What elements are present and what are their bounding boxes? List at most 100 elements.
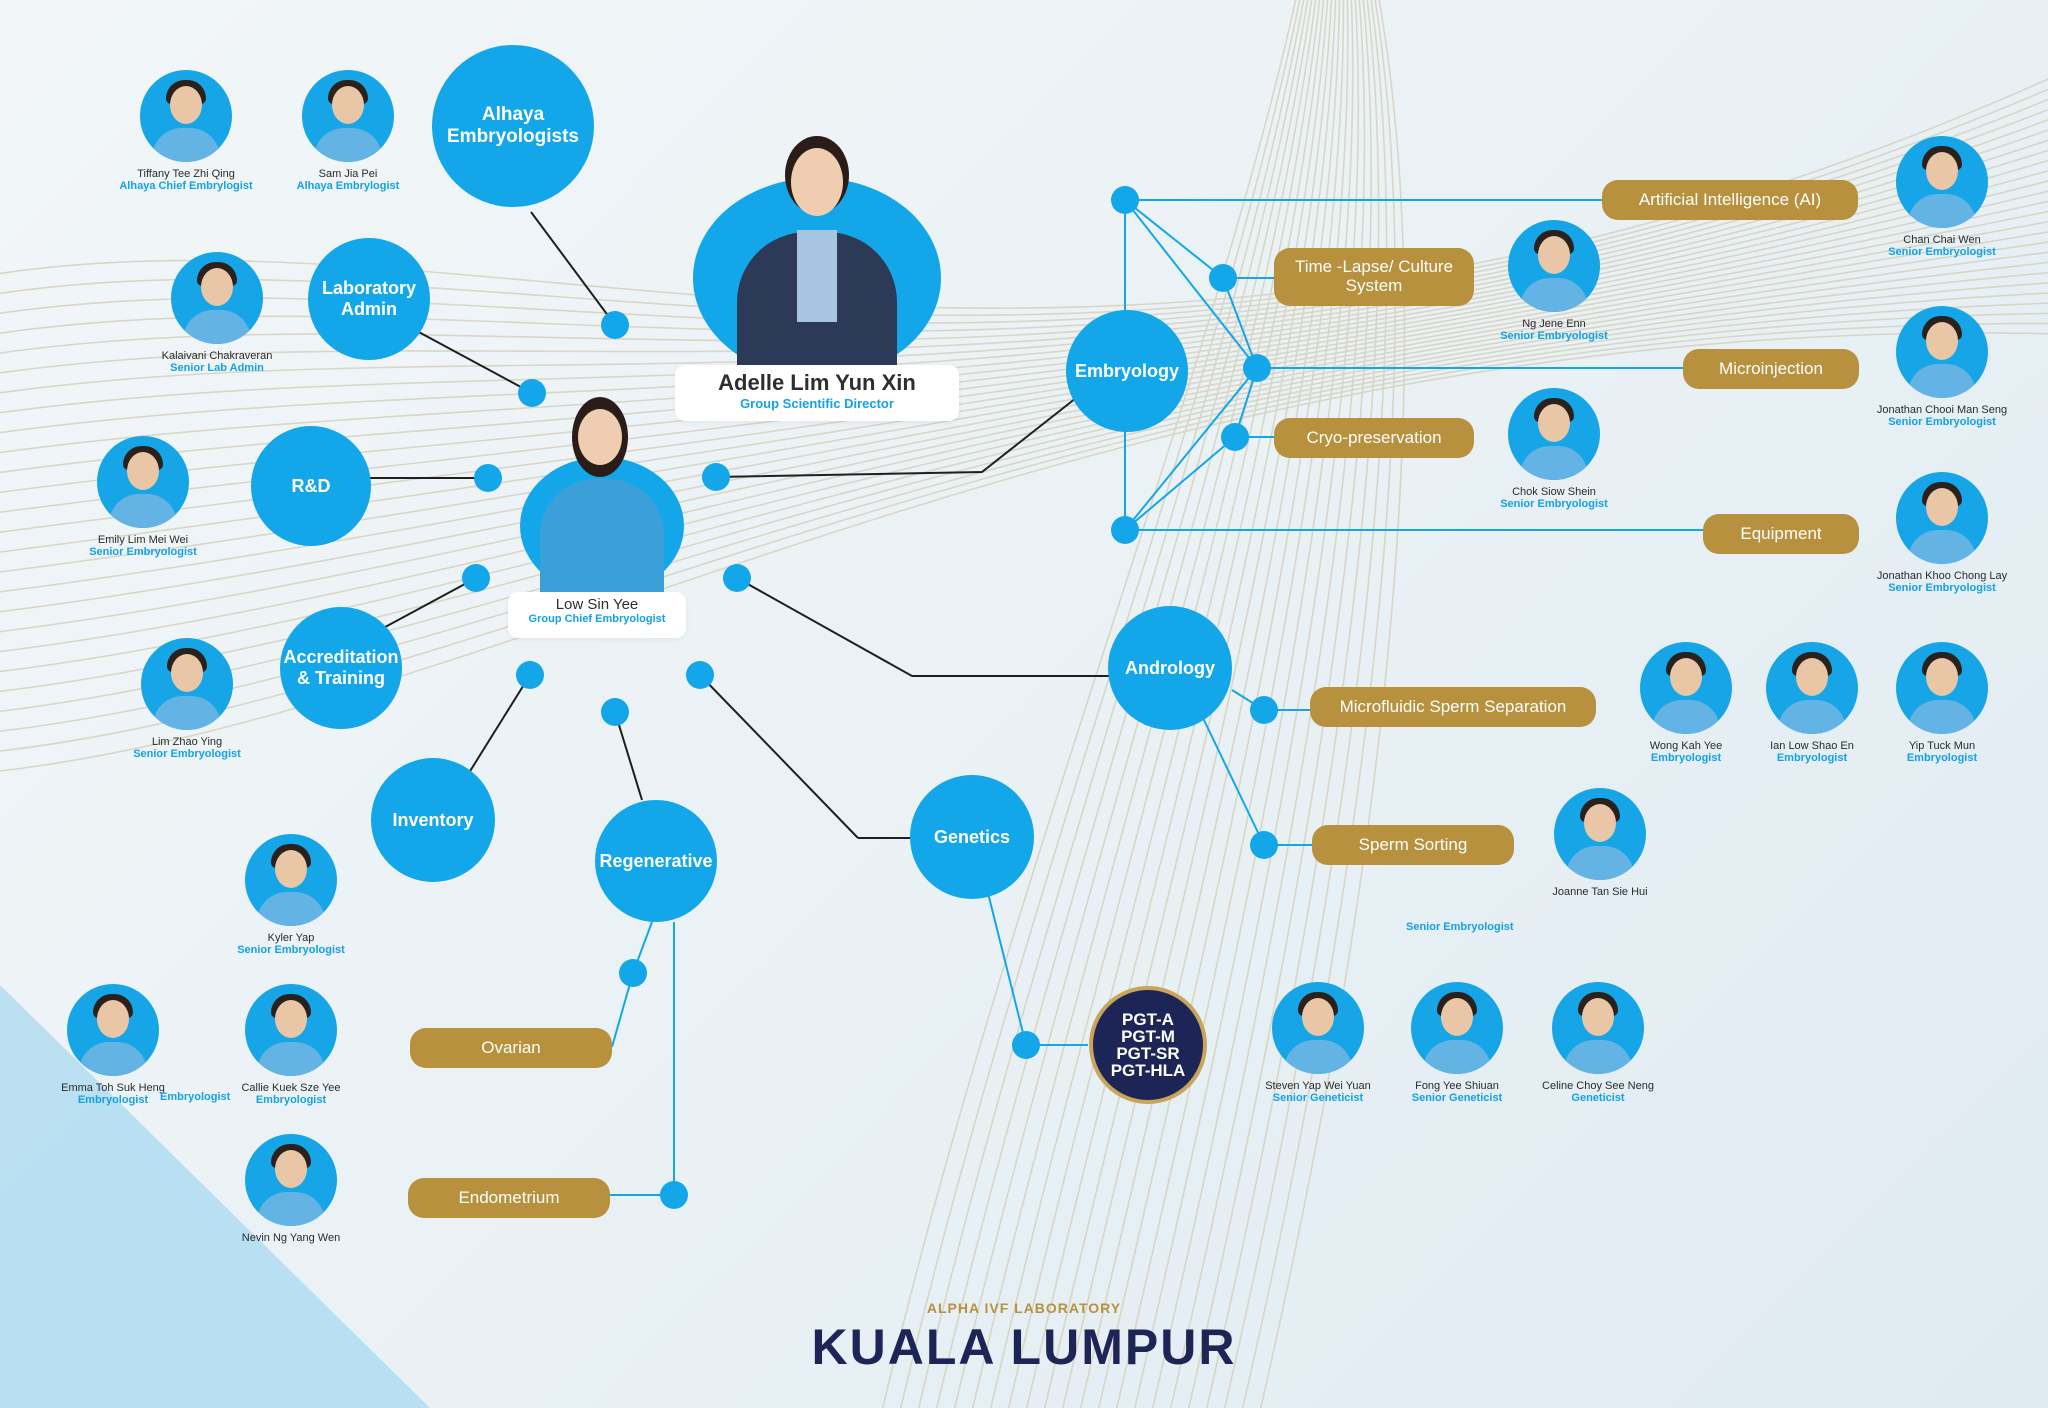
person-photo-icon (245, 984, 337, 1076)
pill-artificial-intelligence: Artificial Intelligence (AI) (1602, 180, 1858, 220)
junction-dot (474, 464, 502, 492)
dept-inventory-node: Inventory (371, 758, 495, 882)
person-photo-icon (1896, 472, 1988, 564)
junction-dot (660, 1181, 688, 1209)
person-sam-jia-pei: Sam Jia Pei Alhaya Embrylogist (253, 70, 443, 192)
background-wave-line (1061, 0, 1337, 1408)
stray-embryologist-label: Embryologist (160, 1091, 231, 1103)
junction-dot (1243, 354, 1271, 382)
background-wave-line (881, 0, 1297, 1408)
person-photo-icon (1896, 136, 1988, 228)
person-kalaivani: Kalaivani Chakraveran Senior Lab Admin (122, 252, 312, 374)
dept-accreditation-node: Accreditation & Training (280, 607, 402, 729)
junction-dot (686, 661, 714, 689)
junction-dot (601, 311, 629, 339)
person-wong-kah-yee: Wong Kah Yee Embryologist (1591, 642, 1781, 764)
person-photo-icon (302, 70, 394, 162)
person-photo-icon (141, 638, 233, 730)
junction-dot (1111, 516, 1139, 544)
person-steven-yap: Steven Yap Wei Yuan Senior Geneticist (1223, 982, 1413, 1104)
person-photo-icon (1508, 220, 1600, 312)
pill-cryo-preservation: Cryo-preservation (1274, 418, 1474, 458)
person-ng-jene-enn: Ng Jene Enn Senior Embryologist (1459, 220, 1649, 342)
person-photo-icon (67, 984, 159, 1076)
person-nevin-ng: Nevin Ng Yang Wen (196, 1134, 386, 1244)
dept-regenerative-node: Regenerative (595, 800, 717, 922)
person-photo-icon (245, 1134, 337, 1226)
junction-dot (1250, 831, 1278, 859)
background-wave-line (1187, 0, 1373, 1408)
junction-dot (723, 564, 751, 592)
junction-dot (1111, 186, 1139, 214)
background-wave-line (899, 0, 1301, 1408)
pgt-node: PGT-A PGT-M PGT-SR PGT-HLA (1089, 986, 1207, 1104)
person-chan-chai-wen: Chan Chai Wen Senior Embryologist (1847, 136, 2037, 258)
person-celine-choy: Celine Choy See Neng Geneticist (1503, 982, 1693, 1104)
director-photo (693, 130, 941, 378)
person-jonathan-khoo: Jonathan Khoo Chong Lay Senior Embryolog… (1847, 472, 2037, 594)
junction-dot (518, 379, 546, 407)
dept-lab-admin-node: Laboratory Admin (308, 238, 430, 360)
person-photo-icon (1272, 982, 1364, 1074)
person-jonathan-chooi: Jonathan Chooi Man Seng Senior Embryolog… (1847, 306, 2037, 428)
junction-dot (619, 959, 647, 987)
junction-dot (1250, 696, 1278, 724)
background-wave-line (1259, 0, 1406, 1408)
director-name: Adelle Lim Yun Xin (718, 370, 916, 395)
person-chok-siow-shein: Chok Siow Shein Senior Embryologist (1459, 388, 1649, 510)
person-kyler-yap: Kyler Yap Senior Embryologist (196, 834, 386, 956)
junction-dot (516, 661, 544, 689)
person-joanne-tan: Joanne Tan Sie Hui (1505, 788, 1695, 898)
background-wave-line (1115, 0, 1349, 1408)
pill-equipment: Equipment (1703, 514, 1859, 554)
director-card: Adelle Lim Yun Xin Group Scientific Dire… (675, 365, 959, 421)
person-tiffany-tee: Tiffany Tee Zhi Qing Alhaya Chief Embryl… (91, 70, 281, 192)
person-emily-lim: Emily Lim Mei Wei Senior Embryologist (48, 436, 238, 558)
stray-senior-embryologist-label: Senior Embryologist (1406, 921, 1514, 933)
dept-alhaya-node: Alhaya Embryologists (432, 45, 594, 207)
person-photo-icon (1411, 982, 1503, 1074)
chief-card: Low Sin Yee Group Chief Embryologist (508, 592, 686, 638)
footer-title: KUALA LUMPUR (811, 1319, 1237, 1375)
pill-ovarian: Ovarian (410, 1028, 612, 1068)
chief-role: Group Chief Embryologist (528, 613, 666, 625)
pill-microfluidic: Microfluidic Sperm Separation (1310, 687, 1596, 727)
dept-embryology-node: Embryology (1066, 310, 1188, 432)
pill-time-lapse: Time -Lapse/ Culture System (1274, 248, 1474, 306)
dept-andrology-node: Andrology (1108, 606, 1232, 730)
junction-dot (462, 564, 490, 592)
background-wave-line (0, 332, 2048, 772)
background-wave-line (1079, 0, 1341, 1408)
director-role: Group Scientific Director (740, 396, 894, 411)
person-photo-icon (140, 70, 232, 162)
person-lim-zhao-ying: Lim Zhao Ying Senior Embryologist (92, 638, 282, 760)
person-photo-icon (1896, 306, 1988, 398)
background-wave-line (1169, 0, 1366, 1408)
person-fong-yee-shiuan: Fong Yee Shiuan Senior Geneticist (1362, 982, 1552, 1104)
person-photo-icon (1554, 788, 1646, 880)
junction-dot (1012, 1031, 1040, 1059)
person-photo-icon (245, 834, 337, 926)
dept-genetics-node: Genetics (910, 775, 1034, 899)
pill-microinjection: Microinjection (1683, 349, 1859, 389)
junction-dot (1221, 423, 1249, 451)
background-wave-line (1205, 0, 1380, 1408)
person-photo-icon (1640, 642, 1732, 734)
background-wave-line (1151, 0, 1360, 1408)
person-ian-low: Ian Low Shao En Embryologist (1717, 642, 1907, 764)
person-yip-tuck-mun: Yip Tuck Mun Embryologist (1847, 642, 2037, 764)
junction-dot (1209, 264, 1237, 292)
background-wave-line (1097, 0, 1345, 1408)
pill-endometrium: Endometrium (408, 1178, 610, 1218)
background-wave-line (1133, 0, 1354, 1408)
person-photo-icon (1508, 388, 1600, 480)
person-photo-icon (1766, 642, 1858, 734)
background-wave-line (1241, 0, 1397, 1408)
dept-rnd-node: R&D (251, 426, 371, 546)
person-photo-icon (1552, 982, 1644, 1074)
person-photo-icon (171, 252, 263, 344)
junction-dot (702, 463, 730, 491)
background-wave-line (1223, 0, 1388, 1408)
background-wave-line (0, 282, 2048, 673)
